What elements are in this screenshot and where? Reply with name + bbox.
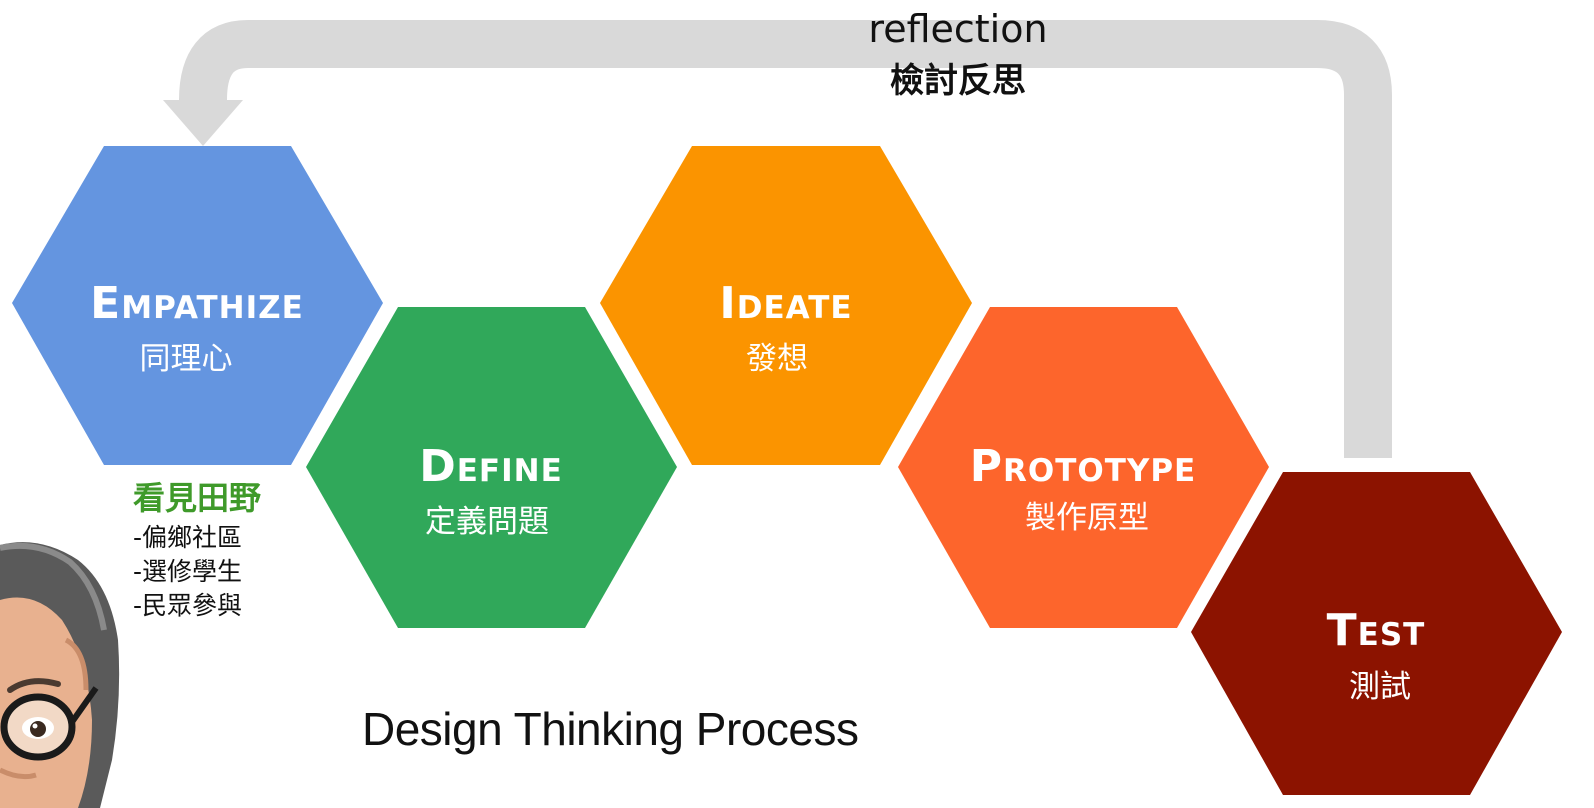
reflection-arrowhead-icon	[163, 100, 243, 146]
note-heading: 看見田野	[133, 479, 261, 517]
reflection-loop-arrow	[163, 20, 1392, 458]
person-portrait-icon	[0, 542, 120, 808]
stage-subtitle-ideate: 發想	[746, 341, 808, 377]
stage-title-empathize: Empathize	[90, 278, 304, 329]
note-item: -偏鄉社區	[133, 523, 242, 552]
stage-test: Test 測試	[1191, 472, 1562, 795]
diagram-caption: Design Thinking Process	[362, 703, 858, 755]
stage-subtitle-prototype: 製作原型	[1025, 500, 1149, 536]
stage-define: Define 定義問題	[306, 307, 677, 628]
reflection-label-cn: 檢討反思	[890, 61, 1026, 101]
reflection-label-en: reflection	[868, 7, 1047, 51]
stage-subtitle-define: 定義問題	[425, 504, 549, 540]
hexagon-test	[1191, 472, 1562, 795]
stage-subtitle-test: 測試	[1349, 669, 1411, 705]
hexagon-empathize	[12, 146, 383, 465]
empathize-note: 看見田野 -偏鄉社區 -選修學生 -民眾參與	[133, 479, 261, 620]
hexagon-ideate	[600, 146, 972, 465]
stage-prototype: Prototype 製作原型	[898, 307, 1269, 628]
stage-subtitle-empathize: 同理心	[140, 341, 233, 377]
hexagon-define	[306, 307, 677, 628]
stage-title-ideate: Ideate	[719, 278, 852, 329]
stage-title-define: Define	[419, 441, 563, 492]
stage-title-prototype: Prototype	[970, 441, 1196, 492]
note-item: -選修學生	[133, 557, 242, 586]
note-item: -民眾參與	[133, 591, 242, 620]
stage-empathize: Empathize 同理心	[12, 146, 383, 465]
reflection-loop-band	[179, 20, 1392, 458]
stage-ideate: Ideate 發想	[600, 146, 972, 465]
stage-title-test: Test	[1327, 605, 1426, 656]
hexagon-prototype	[898, 307, 1269, 628]
